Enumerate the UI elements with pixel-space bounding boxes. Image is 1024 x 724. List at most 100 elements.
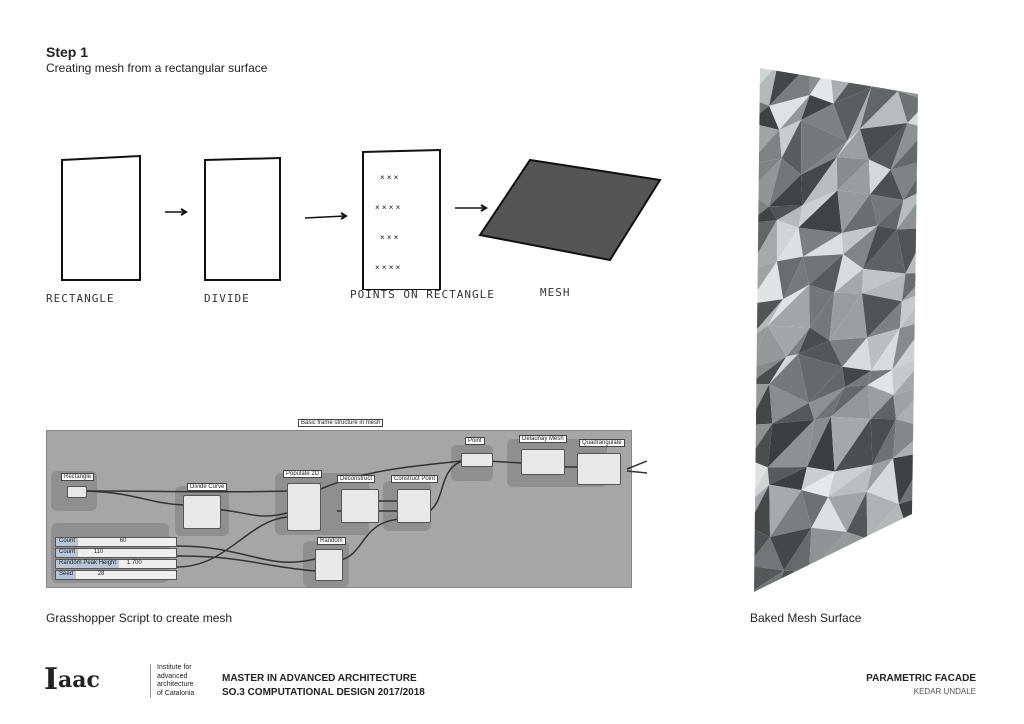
mesh-face [781,119,802,175]
mesh-face [862,68,897,88]
mesh-face [833,87,872,142]
mesh-face [834,418,873,472]
mesh-face [907,527,918,565]
mesh-face [867,328,900,371]
mesh-face [808,527,847,573]
slider-peak-height[interactable]: Random Peak Height 1.700 [55,559,177,569]
mesh-face [892,354,918,395]
mesh-face [801,467,835,491]
mesh-face [767,284,810,328]
mesh-face [770,527,812,571]
mesh-face [811,496,847,532]
slider-count-1[interactable]: Count 60 [55,537,177,547]
mesh-face [798,227,842,257]
mesh-face [862,268,906,294]
node-divide-curve[interactable]: Divide Curve [187,483,228,491]
slider-count-2[interactable]: Count 110 [55,548,177,558]
mesh-face [867,369,894,395]
mesh-face [860,90,908,129]
grasshopper-canvas[interactable]: Rectangle Divide Curve Populate 2D Decon… [46,430,647,588]
node-construct-point[interactable]: Construct Point [391,475,439,483]
svg-text:× × × ×: × × × × [375,263,401,272]
mesh-face [834,268,864,294]
sketch-label: DIVIDE [204,292,250,305]
mesh-face [754,537,785,571]
mesh-face [836,157,869,191]
mesh-face [801,119,848,175]
mesh-face [837,159,871,195]
mesh-face [829,293,868,341]
mesh-face [803,233,844,257]
svg-text:× × ×: × × × [380,173,399,182]
mesh-face [803,254,844,285]
mesh-face [847,87,872,142]
mesh-face [770,490,812,538]
sketch-label: RECTANGLE [46,292,115,305]
sketch-diagram: × × ×× × × ×× × ×× × × × [61,148,662,290]
mesh-face [767,419,815,468]
mesh-face [801,471,835,497]
mesh-face [786,327,810,357]
mesh-face [769,354,809,403]
sketch-label: MESH [540,286,571,299]
sketch-mesh [478,158,662,262]
mesh-face [897,90,918,124]
mesh-image [754,68,918,592]
mesh-face [863,225,897,269]
mesh-face [829,337,868,367]
mesh-face [769,484,802,538]
mesh-face [776,220,799,262]
page-subtitle: Creating mesh from a rectangular surface [46,61,268,75]
mesh-face [870,194,904,226]
mesh-face [877,200,904,230]
mesh-face [870,169,904,201]
mesh-face [896,562,918,592]
mesh-face [846,491,868,539]
mesh-face [867,301,902,338]
script-caption: Grasshopper Script to create mesh [46,611,233,625]
mesh-face [769,467,807,491]
node-delaunay-mesh[interactable]: Delaunay Mesh [519,435,567,443]
sketch-divide [204,156,281,281]
sketch-rectangle [61,154,141,281]
node-quadrangulate[interactable]: Quadrangulate [579,439,625,447]
mesh-face [890,123,918,170]
mesh-face [802,157,838,206]
mesh-face [769,95,810,130]
mesh-face [769,174,803,207]
mesh-face [754,484,771,538]
mesh-face [868,123,908,170]
mesh-face [906,525,918,563]
mesh-face [841,194,878,234]
mesh-face [866,458,899,505]
mesh-face [896,564,918,592]
mesh-face [867,504,907,539]
program: MASTER IN ADVANCED ARCHITECTURE [222,673,417,684]
node-rectangle[interactable]: Rectangle [61,473,95,481]
mesh-face [801,103,848,142]
course: SO.3 COMPUTATIONAL DESIGN 2017/2018 [222,687,425,698]
mesh-face [896,68,918,91]
mesh-face [871,68,898,91]
mesh-face [837,190,871,234]
project-title: PARAMETRIC FACADE [866,673,976,684]
svg-text:× × ×: × × × [380,233,399,242]
node-random[interactable]: Random [317,537,346,545]
mesh-face [801,95,834,120]
node-populate-2d[interactable]: Populate 2D [283,470,323,478]
mesh-face [863,229,906,274]
mesh-face [798,340,843,367]
mesh-face [841,225,878,255]
mesh-face [806,416,831,468]
slider-seed[interactable]: Seed 28 [55,570,177,580]
group-label: Basic frame structure in mesh [298,419,384,427]
mesh-face [769,158,802,207]
mesh-face [871,328,900,371]
node-point[interactable]: Point [465,437,485,445]
mesh-face [893,451,918,505]
mesh-face [890,159,918,201]
mesh-face [767,325,810,357]
node-deconstruct[interactable]: Deconstruct [337,475,376,483]
mesh-face [901,272,918,302]
mesh-face [870,394,896,420]
